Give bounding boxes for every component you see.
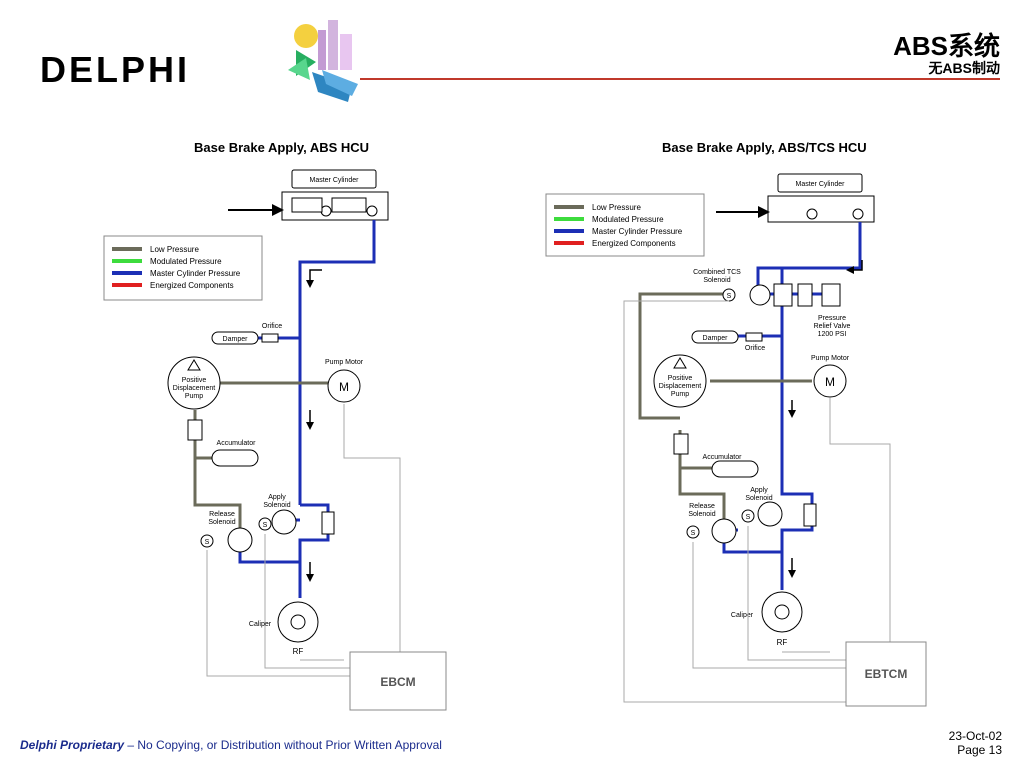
release-solenoid-label2: Solenoid bbox=[208, 519, 235, 526]
orifice bbox=[261, 333, 279, 343]
ebcm-box bbox=[349, 651, 447, 711]
apply-solenoid-right bbox=[757, 501, 783, 527]
relief-label1: Pressure bbox=[818, 315, 846, 322]
low-pressure-lines bbox=[193, 381, 328, 530]
master-cylinder-label: Master Cylinder bbox=[309, 177, 359, 184]
footer-page-info: 23-Oct-02 Page 13 bbox=[949, 729, 1002, 757]
apply-solenoid-right-label1: Apply bbox=[750, 487, 768, 494]
release-solenoid-right-label1: Release bbox=[689, 503, 715, 510]
abs-hcu-diagram: Base Brake Apply, ABS HCU Master Cylinde… bbox=[103, 140, 447, 711]
pump-motor-right bbox=[813, 364, 847, 398]
pump-right-line2: Displacement bbox=[659, 383, 701, 390]
master-cylinder-right: Master Cylinder bbox=[767, 173, 875, 223]
legend-right-energized: Energized Components bbox=[592, 239, 676, 248]
pump-motor-label: Pump Motor bbox=[325, 359, 364, 366]
release-solenoid-s bbox=[200, 534, 214, 548]
damper bbox=[211, 331, 259, 345]
damper-right bbox=[691, 330, 739, 344]
pump-line2: Displacement bbox=[173, 385, 215, 392]
pump-right bbox=[653, 354, 707, 408]
delphi-logo-text: DELPHI bbox=[40, 49, 190, 90]
check-valve bbox=[187, 419, 203, 441]
caliper-label-right: Caliper bbox=[731, 612, 754, 619]
city-car-icon bbox=[288, 20, 358, 102]
apply-solenoid-s bbox=[258, 517, 272, 531]
tcs-s-symbol: S bbox=[727, 293, 732, 300]
footer-notice-text: – No Copying, or Distribution without Pr… bbox=[124, 738, 442, 752]
apply-solenoid-label2: Solenoid bbox=[263, 502, 290, 509]
orifice-label-right: Orifice bbox=[745, 345, 765, 352]
accumulator bbox=[211, 449, 259, 467]
flow-arrows-right bbox=[791, 260, 863, 574]
apply-solenoid-s-right bbox=[741, 509, 755, 523]
apply-solenoid-label1: Apply bbox=[268, 494, 286, 501]
delphi-logo: DELPHI bbox=[40, 20, 358, 102]
tcs-solenoid-label1: Combined TCS bbox=[693, 269, 741, 276]
ebcm-label: EBCM bbox=[380, 675, 415, 689]
pump-right-line1: Positive bbox=[668, 375, 693, 382]
control-wires bbox=[206, 404, 401, 677]
pump-motor bbox=[327, 369, 361, 403]
apply-solenoid bbox=[271, 509, 297, 535]
legend-left: Low Pressure Modulated Pressure Master C… bbox=[103, 235, 263, 301]
footer-proprietary: Delphi Proprietary bbox=[20, 738, 125, 752]
apply-s-symbol-right: S bbox=[746, 514, 751, 521]
accumulator-label-right: Accumulator bbox=[703, 454, 743, 461]
legend-right-master-pressure: Master Cylinder Pressure bbox=[592, 227, 683, 236]
header-divider bbox=[360, 78, 1000, 80]
wheel-label: RF bbox=[293, 647, 304, 656]
release-s-symbol-right: S bbox=[691, 530, 696, 537]
release-solenoid-right bbox=[711, 518, 737, 544]
accumulator-right bbox=[711, 460, 759, 478]
ebtcm-box bbox=[845, 641, 927, 707]
legend-energized: Energized Components bbox=[150, 281, 234, 290]
orifice-label: Orifice bbox=[262, 323, 282, 330]
release-solenoid-right-label2: Solenoid bbox=[688, 511, 715, 518]
tcs-solenoid-label2: Solenoid bbox=[703, 277, 730, 284]
wheel-label-right: RF bbox=[777, 638, 788, 647]
relief-valve bbox=[821, 283, 841, 307]
damper-label-right: Damper bbox=[703, 335, 729, 342]
pump-line1: Positive bbox=[182, 377, 207, 384]
release-solenoid-label1: Release bbox=[209, 511, 235, 518]
check-valve-right bbox=[673, 433, 689, 455]
release-solenoid-s-right bbox=[686, 525, 700, 539]
footer-date: 23-Oct-02 bbox=[948, 729, 1002, 743]
tcs-solenoid bbox=[749, 284, 771, 306]
caliper-label: Caliper bbox=[249, 621, 272, 628]
pump-right-line3: Pump bbox=[671, 391, 689, 398]
damper-label: Damper bbox=[223, 336, 249, 343]
relief-label3: 1200 PSI bbox=[818, 331, 847, 338]
ebtcm-label: EBTCM bbox=[865, 667, 908, 681]
footer-page-number: Page 13 bbox=[957, 743, 1002, 757]
pump bbox=[167, 356, 221, 410]
legend-right-modulated-pressure: Modulated Pressure bbox=[592, 215, 664, 224]
master-cylinder: Master Cylinder bbox=[281, 169, 389, 221]
master-cylinder-label-right: Master Cylinder bbox=[795, 181, 845, 188]
release-s-symbol: S bbox=[205, 539, 210, 546]
legend-right: Low Pressure Modulated Pressure Master C… bbox=[545, 193, 705, 257]
footer-notice: Delphi Proprietary – No Copying, or Dist… bbox=[20, 738, 442, 752]
apply-solenoid-right-label2: Solenoid bbox=[745, 495, 772, 502]
motor-symbol: M bbox=[339, 380, 349, 394]
control-wires-right bbox=[623, 300, 891, 703]
legend-modulated-pressure: Modulated Pressure bbox=[150, 257, 222, 266]
legend-low-pressure: Low Pressure bbox=[150, 245, 199, 254]
page-subtitle: 无ABS制动 bbox=[928, 60, 1000, 76]
pump-motor-label-right: Pump Motor bbox=[811, 355, 850, 362]
legend-right-low-pressure: Low Pressure bbox=[592, 203, 641, 212]
page-title: ABS系统 bbox=[893, 31, 1000, 61]
apply-s-symbol: S bbox=[263, 522, 268, 529]
pump-line3: Pump bbox=[185, 393, 203, 400]
abs-tcs-hcu-diagram: Base Brake Apply, ABS/TCS HCU Master Cyl… bbox=[545, 140, 927, 707]
relief-label2: Relief Valve bbox=[814, 323, 851, 330]
release-solenoid bbox=[227, 527, 253, 553]
legend-master-pressure: Master Cylinder Pressure bbox=[150, 269, 241, 278]
low-pressure-lines-right bbox=[638, 292, 812, 520]
right-diagram-title: Base Brake Apply, ABS/TCS HCU bbox=[662, 140, 867, 155]
left-diagram-title: Base Brake Apply, ABS HCU bbox=[194, 140, 369, 155]
accumulator-label: Accumulator bbox=[217, 440, 257, 447]
orifice-right bbox=[745, 332, 763, 342]
motor-symbol-right: M bbox=[825, 375, 835, 389]
